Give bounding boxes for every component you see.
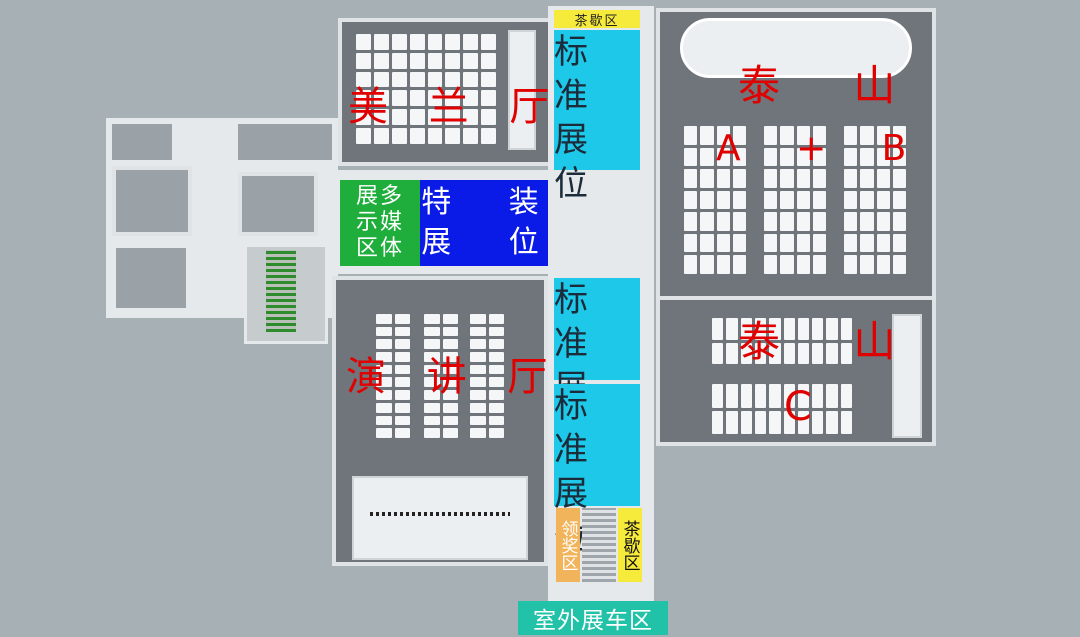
meilan-hall-label: 美 兰 厅 [348,84,564,130]
tea-break-bottom-label: 茶歇区 [619,519,640,571]
lecture-stage [352,476,528,560]
aisle-stair [582,508,616,582]
west-annex-room-b [238,172,318,236]
west-annex-lower [112,244,190,312]
lecture-hall-label: 演 讲 厅 [346,354,562,400]
escalator-steps [266,250,296,332]
multimedia-zone: 展多 示媒 区体 [340,180,420,266]
multimedia-line-1: 展多 [355,184,404,209]
standard-booth-3: 标 准 展 位 [554,384,640,558]
taishan-a-seating [684,126,746,274]
tea-break-top: 茶歇区 [554,10,640,29]
meilan-seating [356,34,496,144]
standard-booth-1-line-1: 标 准 [554,32,600,116]
taishan-c-stage [892,314,922,438]
outdoor-car-zone: 室外展车区 [518,601,668,635]
lecture-seating-right [470,314,504,438]
multimedia-line-2: 示媒 [355,210,404,235]
standard-booth-2: 标 准 展 位 [554,278,640,452]
special-booth-line-2: 展 位 [421,225,563,260]
award-zone: 领奖区 [556,508,580,582]
taishan-c-title: 泰 山 [738,317,926,366]
award-zone-label: 领奖区 [557,519,578,571]
taishan-c-seating-top [712,318,852,364]
tea-break-top-label: 茶歇区 [574,13,620,29]
west-annex-upper [112,124,172,160]
special-booth-line-1: 特 装 [421,185,563,220]
taishan-c-hall [656,296,936,446]
standard-booth-2-line-1: 标 准 [554,280,600,364]
taishan-c-seating-bottom [712,384,852,434]
taishan-mid-seating [764,126,826,274]
west-annex-room-a [112,166,192,236]
lecture-stage-edge [370,512,510,516]
taishan-ab-title: 泰 山 [738,61,926,110]
taishan-c-suffix: C [784,384,812,430]
lecture-seating-left [376,314,410,438]
outdoor-car-zone-label: 室外展车区 [533,608,653,634]
standard-booth-3-line-1: 标 准 [554,386,600,470]
west-annex-upper-2 [238,124,332,160]
special-booth-zone: 特 装 展 位 [420,180,564,266]
taishan-b-seating [844,126,906,274]
standard-booth-1-line-2: 展 位 [554,120,600,204]
tea-break-bottom: 茶歇区 [618,508,642,582]
taishan-ab-suffix: A + B [716,128,929,169]
lecture-seating-mid [424,314,458,438]
standard-booth-1: 标 准 展 位 [554,30,640,204]
meilan-stage [508,30,536,150]
multimedia-line-3: 区体 [355,236,404,261]
taishan-ab-stage [680,18,912,78]
